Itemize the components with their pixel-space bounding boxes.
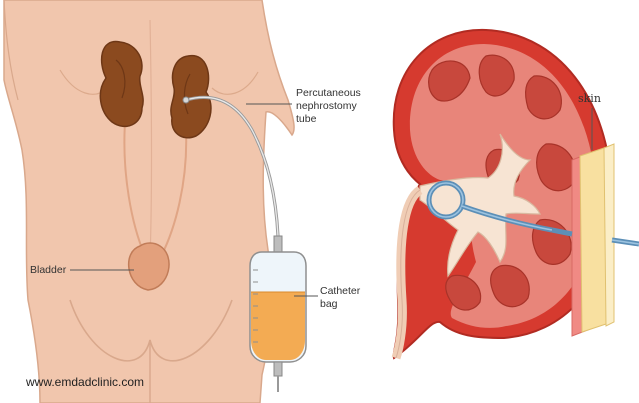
label-bag-line1: Catheter bbox=[320, 285, 361, 297]
label-tube-line3: tube bbox=[296, 113, 317, 125]
torso-panel: Percutaneous nephrostomy tube Bladder Ca… bbox=[0, 0, 372, 403]
watermark: www.emdadclinic.com bbox=[25, 375, 144, 389]
skin-layer bbox=[572, 144, 614, 336]
kidney-section-panel: skin bbox=[394, 30, 639, 358]
bladder bbox=[129, 243, 169, 290]
label-bladder: Bladder bbox=[30, 264, 67, 276]
left-kidney bbox=[100, 42, 143, 127]
label-bag-line2: bag bbox=[320, 298, 338, 310]
label-skin: skin bbox=[578, 92, 601, 105]
label-tube-line1: Percutaneous bbox=[296, 87, 361, 99]
label-tube-line2: nephrostomy bbox=[296, 100, 357, 112]
